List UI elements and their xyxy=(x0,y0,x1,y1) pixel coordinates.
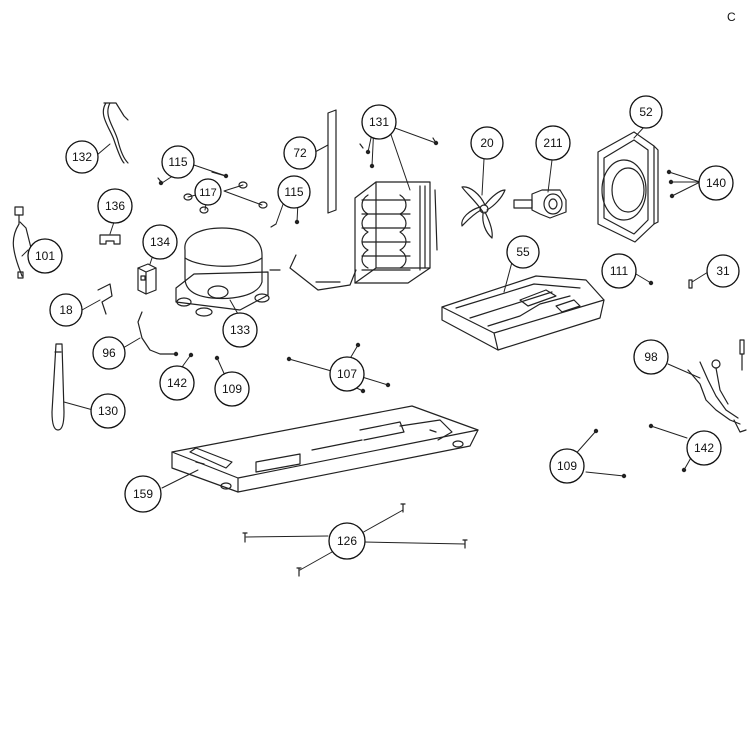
part-98-harness xyxy=(687,339,747,433)
callout-label: 52 xyxy=(639,105,653,119)
part-101-connector xyxy=(12,206,33,279)
callout-label: 142 xyxy=(694,441,714,455)
callouts: 132 115 117 115 72 131 20 211 52 140 136… xyxy=(27,95,740,560)
callout-211: 211 xyxy=(535,125,571,161)
part-52-shroud xyxy=(597,131,659,243)
callout-label: 101 xyxy=(35,249,55,263)
part-211-motor xyxy=(513,189,567,219)
callout-label: 211 xyxy=(543,136,562,150)
callout-label: 109 xyxy=(222,382,242,396)
callout-label: 18 xyxy=(59,303,73,317)
part-134-relay xyxy=(137,263,157,295)
callout-label: 72 xyxy=(293,146,307,160)
callout-126: 126 xyxy=(328,522,366,560)
callout-72: 72 xyxy=(283,136,317,170)
part-96-harness xyxy=(137,311,179,357)
callout-label: 20 xyxy=(480,136,494,150)
callout-31: 31 xyxy=(706,254,740,288)
callout-134: 134 xyxy=(142,224,178,260)
callout-label: 132 xyxy=(72,150,92,164)
callout-115-b: 115 xyxy=(277,175,311,209)
callout-96: 96 xyxy=(92,336,126,370)
callout-label: 98 xyxy=(644,350,658,364)
callout-label: 134 xyxy=(150,235,170,249)
callout-115-a: 115 xyxy=(161,145,195,179)
callout-label: 131 xyxy=(369,115,389,129)
callout-label: 136 xyxy=(105,199,125,213)
part-20-fan-blade xyxy=(461,186,506,239)
part-136-bracket xyxy=(99,234,121,245)
callout-20: 20 xyxy=(470,126,504,160)
callout-label: 55 xyxy=(516,245,530,259)
part-55-tray xyxy=(441,275,605,351)
part-131-condenser xyxy=(289,137,439,291)
callout-label: 31 xyxy=(716,264,730,278)
callout-label: 140 xyxy=(706,176,726,190)
callout-label: 142 xyxy=(167,376,187,390)
leader-lines xyxy=(21,123,709,571)
part-132-tube xyxy=(102,102,129,164)
callout-133: 133 xyxy=(222,312,258,348)
callout-18: 18 xyxy=(49,293,83,327)
callout-117: 117 xyxy=(194,178,222,206)
callout-label: 126 xyxy=(337,534,357,548)
part-109-screw xyxy=(214,355,220,361)
callout-label: 159 xyxy=(133,487,153,501)
callout-140: 140 xyxy=(698,165,734,201)
callout-55: 55 xyxy=(506,235,540,269)
callout-107: 107 xyxy=(329,356,365,392)
callout-130: 130 xyxy=(90,393,126,429)
corner-mark: C xyxy=(727,10,736,24)
callout-label: 117 xyxy=(199,187,217,199)
callout-131: 131 xyxy=(361,104,397,140)
part-72-strip xyxy=(327,109,337,214)
callout-159: 159 xyxy=(124,475,162,513)
callout-label: 130 xyxy=(98,404,118,418)
callout-52: 52 xyxy=(629,95,663,129)
callout-label: 96 xyxy=(102,346,116,360)
callout-label: 111 xyxy=(610,264,629,278)
callout-109-a: 109 xyxy=(214,371,250,407)
callout-142-b: 142 xyxy=(686,430,722,466)
part-140-screws xyxy=(666,169,675,199)
callout-label: 115 xyxy=(284,185,303,199)
callout-142-a: 142 xyxy=(159,365,195,401)
callout-label: 133 xyxy=(230,323,250,337)
part-31-clip xyxy=(688,279,693,289)
part-133-compressor xyxy=(175,227,281,317)
callout-98: 98 xyxy=(633,339,669,375)
callout-label: 115 xyxy=(168,155,187,169)
callout-label: 109 xyxy=(557,459,577,473)
callout-101: 101 xyxy=(27,238,63,274)
part-130-probe xyxy=(51,343,65,431)
callout-132: 132 xyxy=(65,140,99,174)
part-159-base xyxy=(171,405,479,493)
callout-111: 111 xyxy=(601,253,637,289)
callout-136: 136 xyxy=(97,188,133,224)
callout-109-b: 109 xyxy=(549,448,585,484)
callout-label: 107 xyxy=(337,367,357,381)
part-18-wire xyxy=(97,283,113,315)
part-117-clips xyxy=(183,181,268,214)
